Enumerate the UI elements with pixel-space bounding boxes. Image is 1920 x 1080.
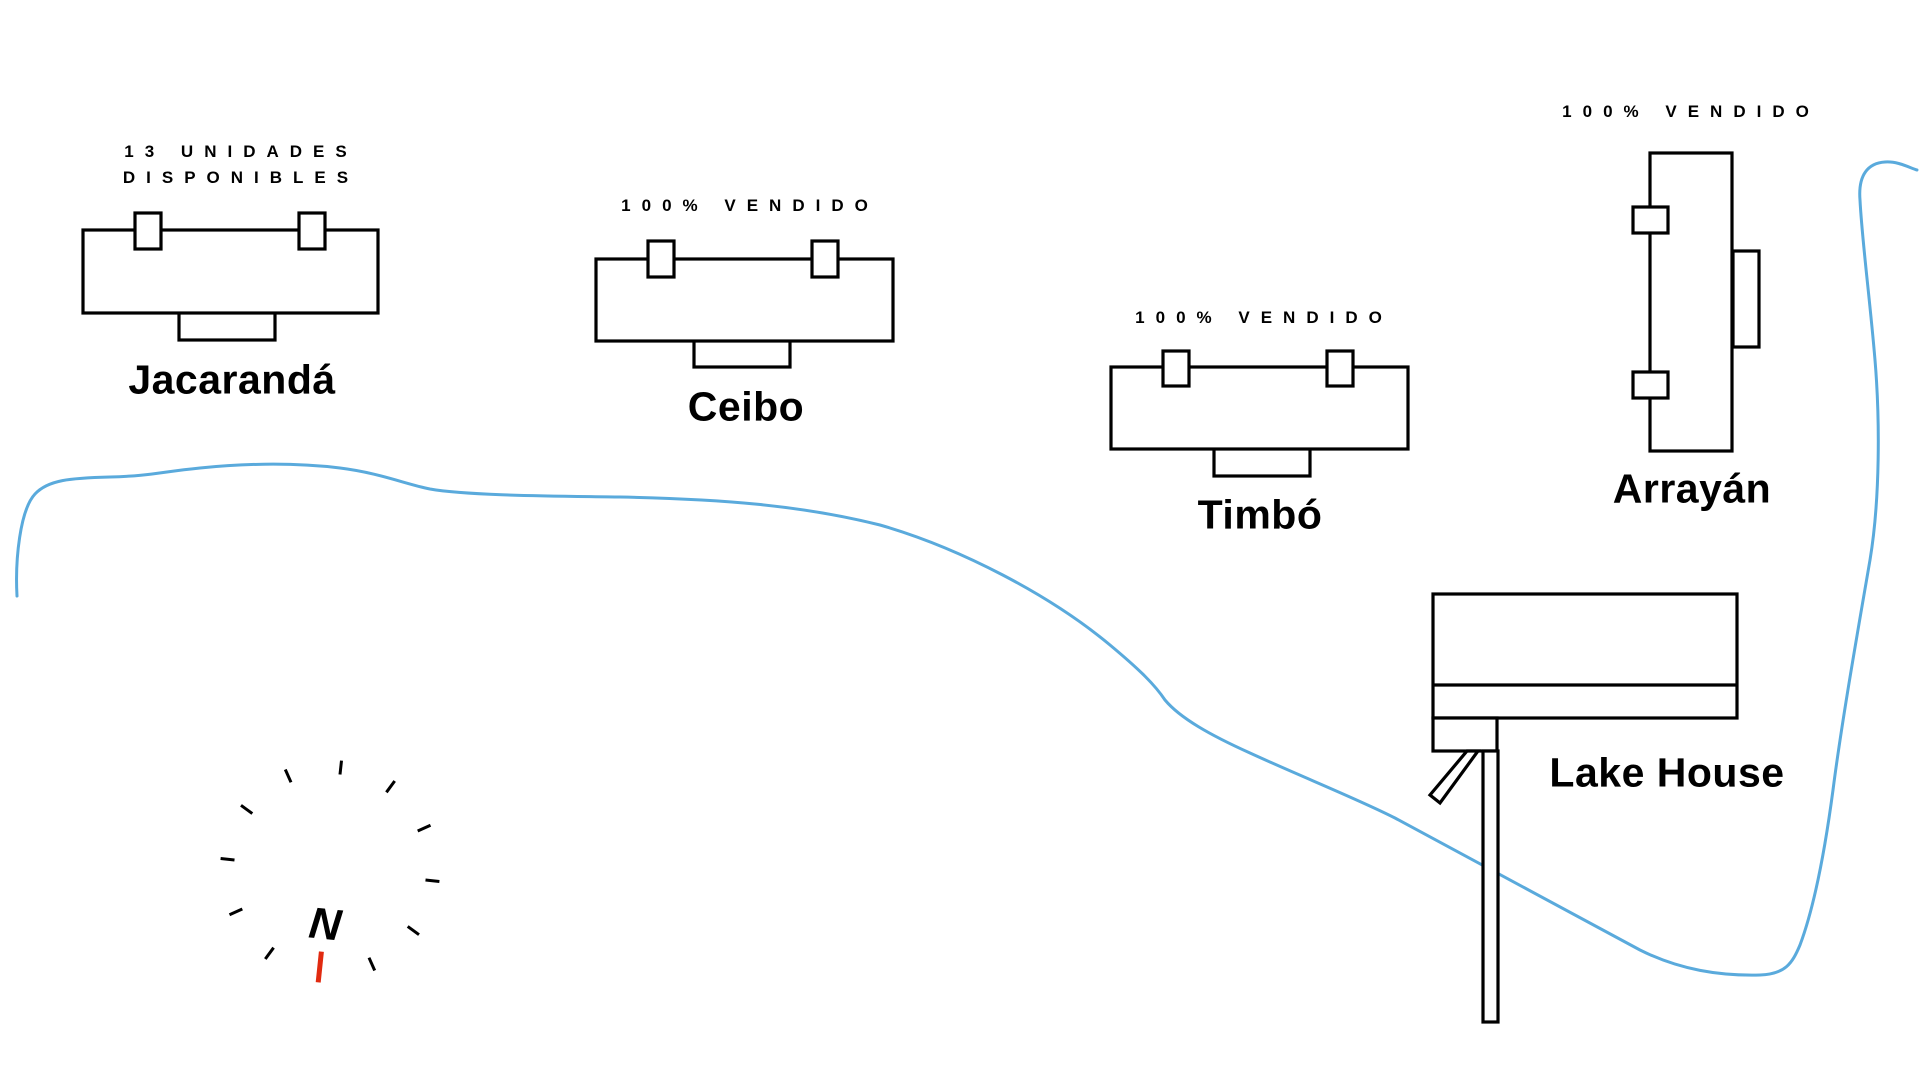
building-timbo[interactable]	[1109, 349, 1410, 478]
compass-north-tick	[315, 951, 324, 983]
compass-tick	[417, 823, 432, 833]
building-ceibo[interactable]	[594, 239, 895, 369]
compass-tick	[385, 780, 396, 794]
compass-tick	[228, 907, 243, 917]
label-arrayan[interactable]: Arrayán	[1612, 465, 1772, 512]
status-ceibo: 100% VENDIDO	[621, 196, 879, 215]
status-jacaranda: 13 UNIDADES DISPONIBLES	[122, 142, 360, 187]
boat-ramp	[1427, 749, 1482, 806]
compass-north-label: N	[306, 898, 344, 951]
status-timbo: 100% VENDIDO	[1135, 308, 1393, 327]
building-jacaranda[interactable]	[81, 211, 380, 342]
status-arrayan: 100% VENDIDO	[1562, 102, 1820, 121]
compass-tick	[220, 857, 235, 862]
compass-tick	[240, 804, 254, 815]
compass-tick	[367, 957, 377, 972]
compass-tick	[406, 925, 420, 936]
compass-tick	[264, 946, 275, 960]
label-lake-house[interactable]: Lake House	[1549, 749, 1785, 796]
compass-tick	[338, 760, 343, 775]
label-jacaranda[interactable]: Jacarandá	[128, 356, 336, 403]
lake-shoreline	[15, 160, 1919, 977]
compass	[220, 760, 440, 983]
building-arrayan[interactable]	[1631, 151, 1761, 453]
label-timbo[interactable]: Timbó	[1197, 491, 1323, 538]
compass-tick	[425, 878, 440, 883]
building-lake-house[interactable]	[1427, 592, 1739, 1024]
pier	[1481, 749, 1500, 1024]
label-ceibo[interactable]: Ceibo	[687, 383, 805, 430]
compass-tick	[283, 768, 293, 783]
